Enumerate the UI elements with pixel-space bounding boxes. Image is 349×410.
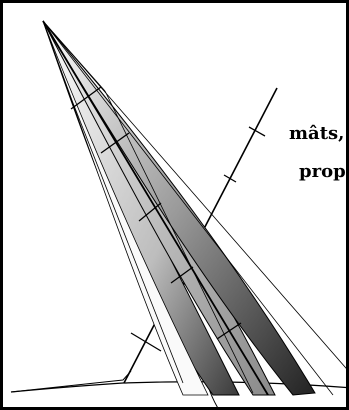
sail-3 (42, 20, 316, 396)
caption-line-2: prop (299, 161, 346, 182)
caption-line-1: mâts, (289, 123, 345, 144)
rigging (42, 20, 346, 396)
deck-line (10, 370, 132, 393)
mast-1-ticks (70, 86, 242, 340)
sail-4 (42, 20, 209, 396)
sailboat-drawing (10, 20, 346, 407)
